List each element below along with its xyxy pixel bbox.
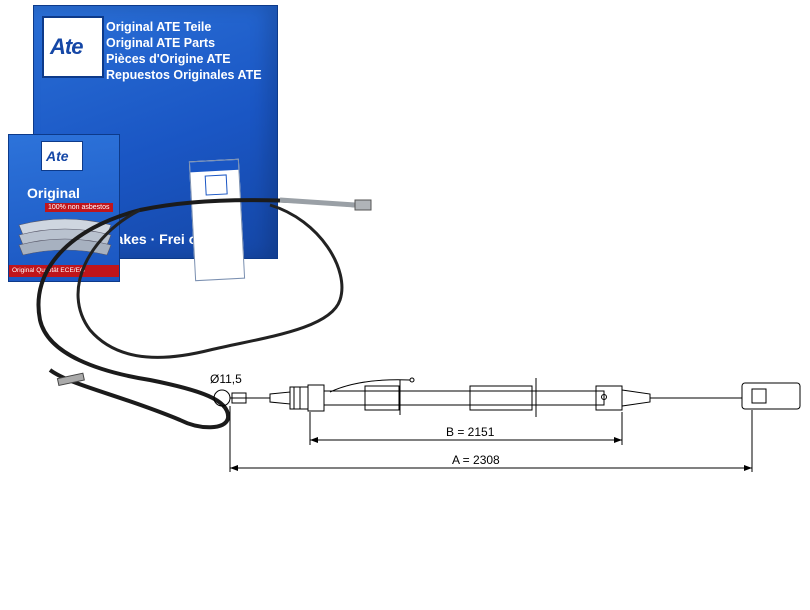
strip-label: Brakes · Frei os xyxy=(100,231,206,247)
box-line-1: Original ATE Teile xyxy=(106,20,212,34)
box-line-3: Pièces d'Origine ATE xyxy=(106,52,231,66)
diameter-label: Ø11,5 xyxy=(210,372,242,386)
ball-end xyxy=(213,389,231,407)
collar xyxy=(307,384,325,412)
branch-cable xyxy=(329,379,411,393)
bracket-2 xyxy=(469,385,533,411)
dimension-a-label: A = 2308 xyxy=(452,453,500,467)
box-line-2: Original ATE Parts xyxy=(106,36,216,50)
rear-fitting xyxy=(595,385,623,411)
eyelet-end xyxy=(741,382,801,410)
threaded-nut xyxy=(289,386,309,410)
sheath-main xyxy=(323,390,605,406)
ate-logo: Ate xyxy=(42,16,104,78)
box-line-4: Repuestos Originales ATE xyxy=(106,68,262,82)
cable-loop-2 xyxy=(76,203,344,359)
cable-sleeve xyxy=(56,372,85,387)
dimension-b-label: B = 2151 xyxy=(446,425,495,439)
cable-fitting xyxy=(354,199,372,211)
ate-logo-text: Ate xyxy=(50,34,83,59)
asbestos-badge: 100% non asbestos xyxy=(45,203,113,212)
cable-loop xyxy=(36,198,363,430)
bracket-1 xyxy=(364,385,400,411)
box-strip-text: Brakes · Frei os xyxy=(34,231,277,253)
small-ate-logo: Ate xyxy=(41,141,83,171)
original-label: Original xyxy=(27,185,80,201)
small-logo-text: Ate xyxy=(46,148,69,164)
end-fitting xyxy=(231,392,247,404)
brake-pad-box: Ate Original 100% non asbestos Original … xyxy=(8,134,120,282)
